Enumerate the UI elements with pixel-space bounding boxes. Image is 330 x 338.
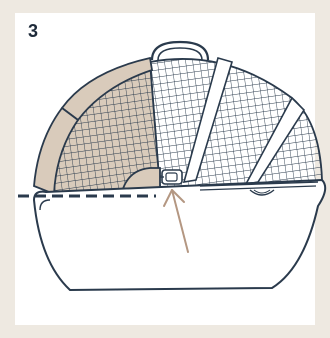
carry-handle <box>152 42 208 60</box>
buckle-clip <box>160 170 182 184</box>
